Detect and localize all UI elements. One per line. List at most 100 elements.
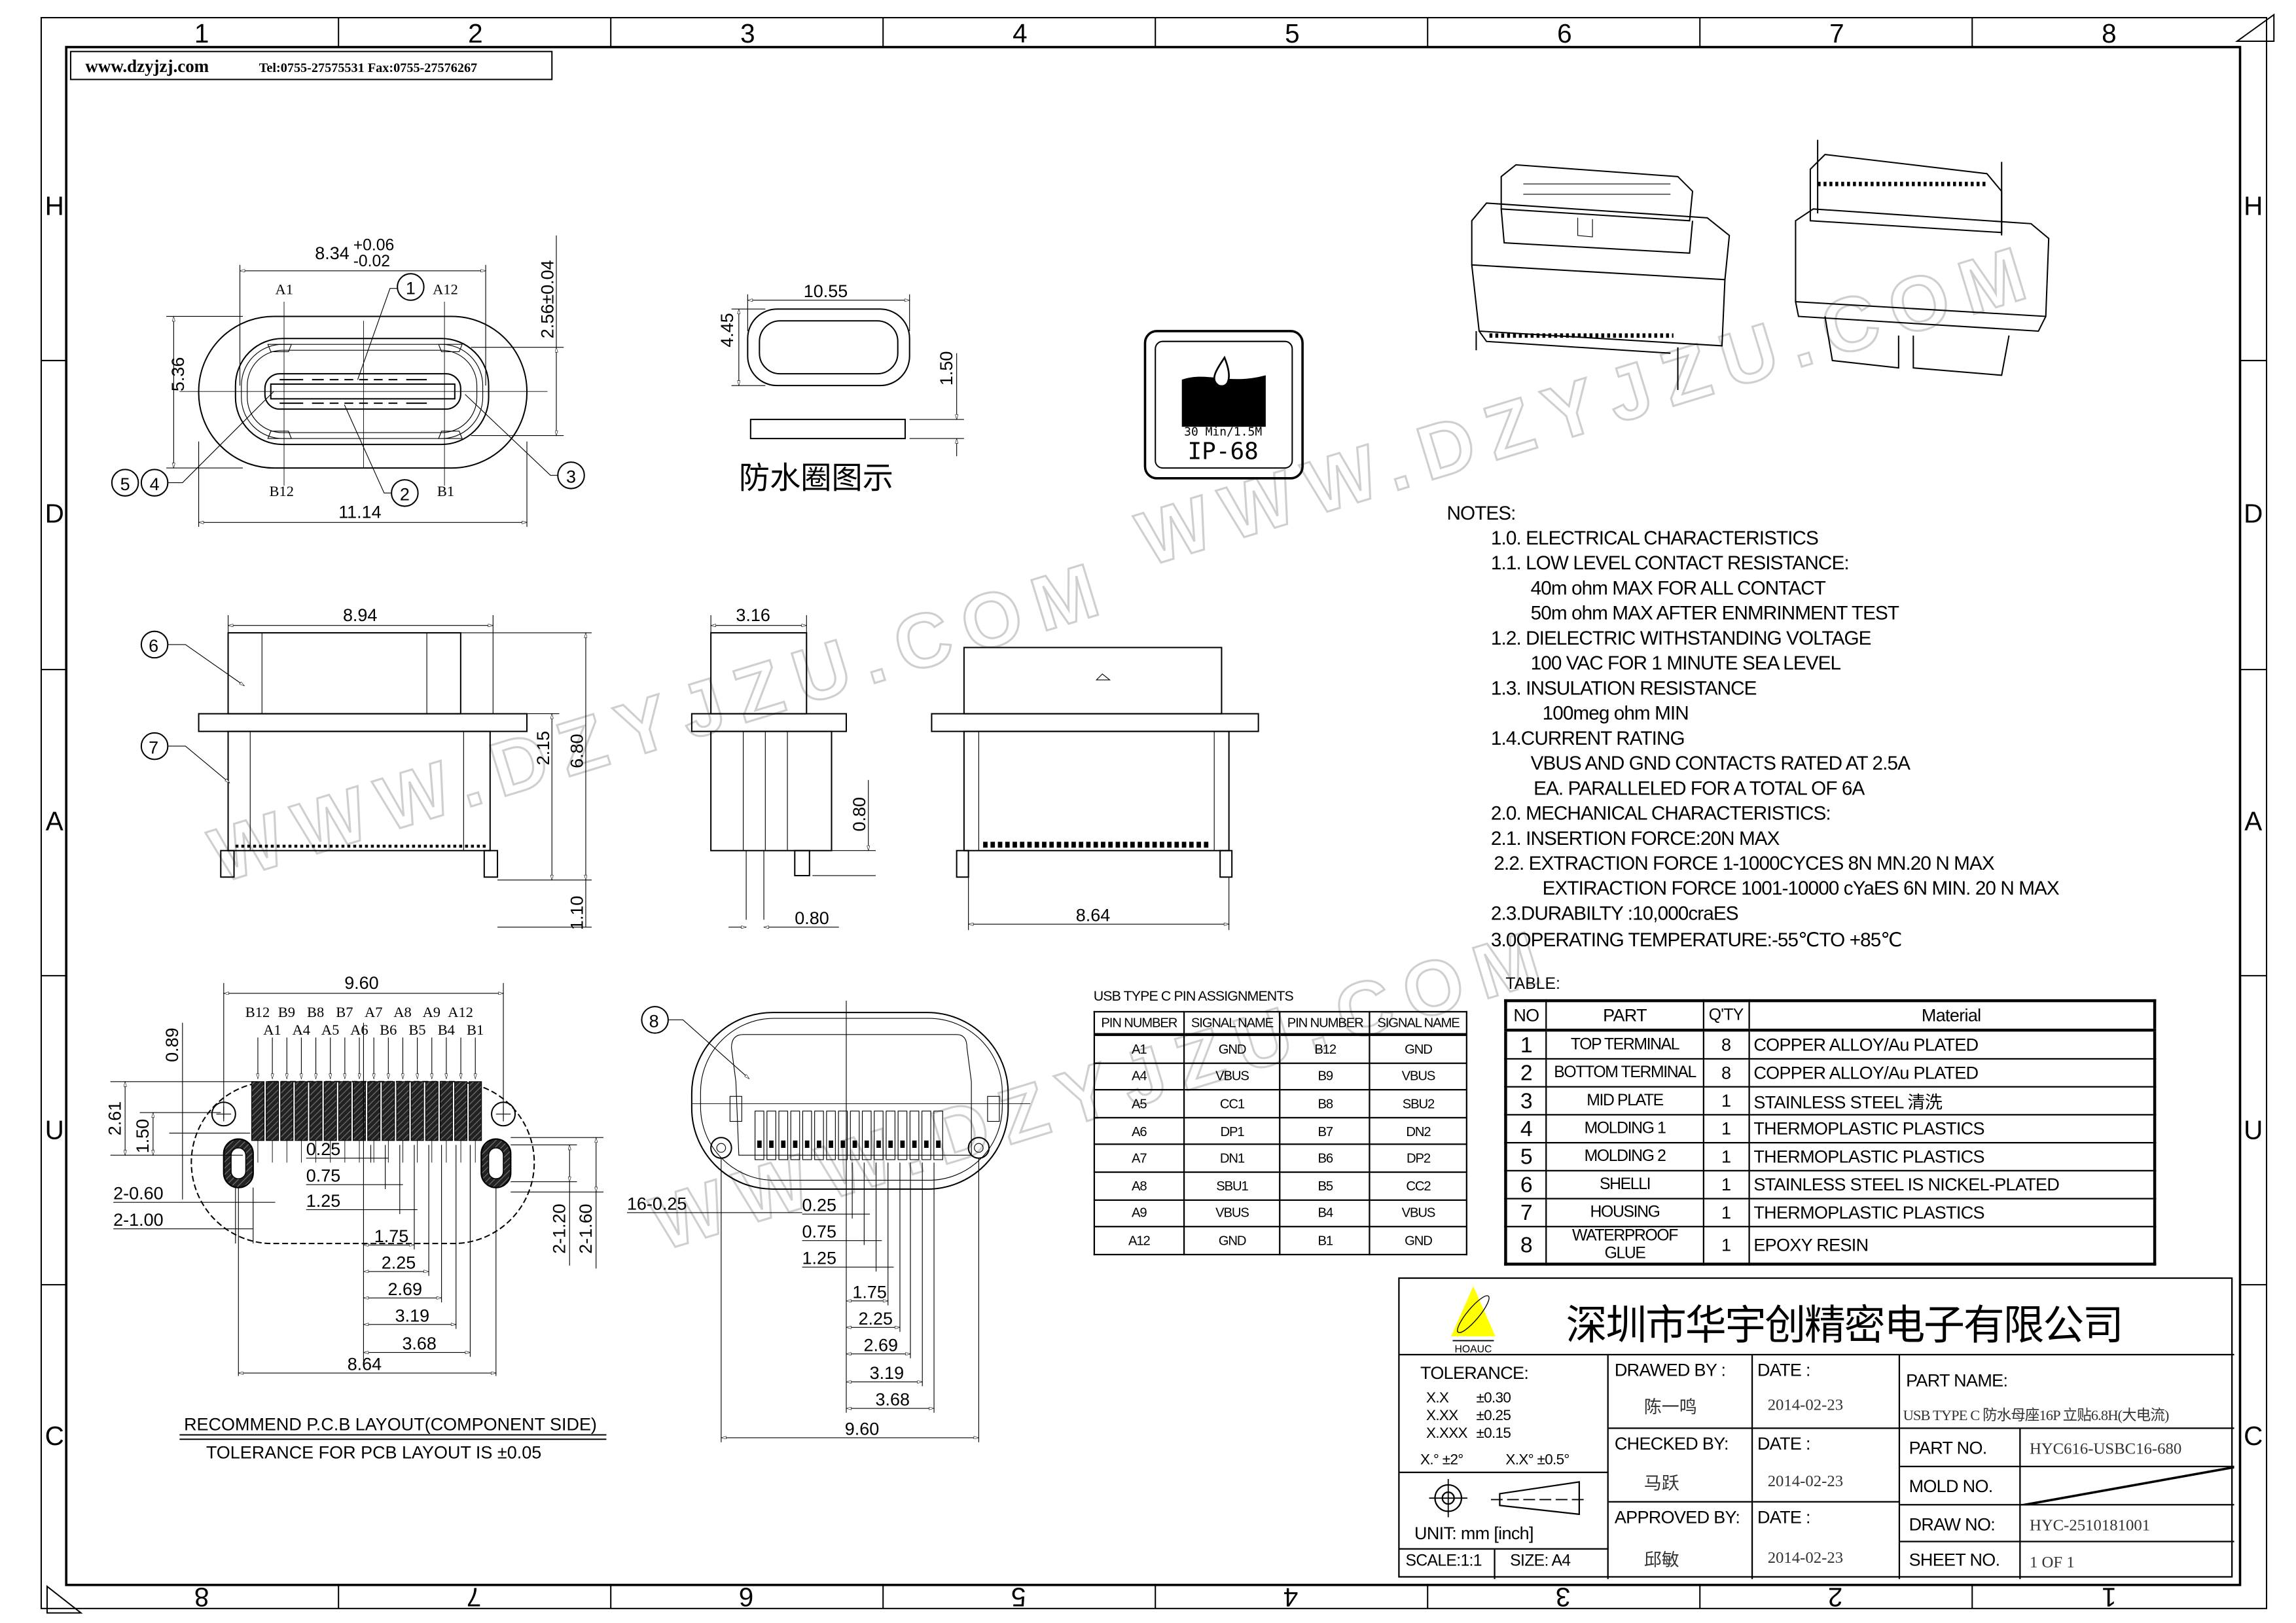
item-number-cell: 5 <box>1505 1141 1547 1171</box>
pin-number-cell: A1 <box>1093 1033 1185 1063</box>
dim-width: 10.55 <box>804 281 848 301</box>
mounting-hole <box>211 1101 236 1127</box>
smd-pad <box>323 1081 337 1141</box>
terminal <box>755 1111 764 1160</box>
sheet-no-label: SHEET NO. <box>1909 1549 2001 1571</box>
terminal <box>909 1111 920 1160</box>
tolerance-format: X.X <box>1426 1391 1449 1407</box>
dim-width: 3.16 <box>736 605 770 625</box>
pin-number-cell: A12 <box>1093 1226 1185 1255</box>
pin-number-cell: A7 <box>1093 1144 1185 1173</box>
zone-label: 7 <box>1829 18 1844 48</box>
note-line: EXTIRACTION FORCE 1001-10000 cYaES 6N MI… <box>1542 877 2060 899</box>
zone-label: A <box>46 806 63 836</box>
column-header: Material <box>1748 999 2156 1032</box>
company-name: 深圳市华宇创精密电子有限公司 <box>1566 1300 2124 1350</box>
note-line: EA. PARALLELED FOR A TOTAL OF 6A <box>1534 777 1865 800</box>
date-value: 2014-02-23 <box>1767 1397 1844 1415</box>
signal-name-cell: CC2 <box>1369 1171 1467 1200</box>
terminal <box>897 1111 908 1160</box>
column-header: SIGNAL NAME <box>1369 1010 1467 1037</box>
terminal-contact <box>804 1140 810 1148</box>
quantity-cell: 1 <box>1702 1086 1749 1116</box>
draw-no-label-cell: DRAW NO: <box>1900 1505 2021 1543</box>
signal-name-cell: VBUS <box>1369 1061 1467 1091</box>
dim-width: 8.94 <box>343 605 378 625</box>
quantity-cell: 8 <box>1702 1029 1749 1060</box>
smd-pad <box>425 1081 439 1141</box>
third-angle-projection-icon <box>1429 1478 1588 1518</box>
front-view: 8.34 +0.06 -0.02 5.36 11.14 2.56±0.04 A1… <box>111 235 585 527</box>
checked-by-value: 马跃 <box>1643 1472 1679 1494</box>
dim-pitch: 0.25 <box>802 1196 836 1215</box>
note-line: 1.0. ELECTRICAL CHARACTERISTICS <box>1490 527 1819 549</box>
pin-label: B5 <box>408 1022 425 1038</box>
zone-label: 4 <box>1283 1582 1299 1612</box>
tolerance-cell: TOLERANCE: X.X ±0.30 X.XX ±0.25 X.XXX ±0… <box>1399 1355 1609 1473</box>
pcb-tolerance: TOLERANCE FOR PCB LAYOUT IS ±0.05 <box>206 1442 541 1462</box>
website-link[interactable]: www.dzyjzj.com <box>85 56 209 76</box>
item-number-cell: 1 <box>1505 1029 1547 1060</box>
isometric-render-front <box>1471 164 1731 390</box>
pin-number-cell: B4 <box>1280 1198 1371 1228</box>
zone-label: 3 <box>1556 1582 1571 1612</box>
zone-label: 1 <box>194 18 209 48</box>
dim-pcb: 2.61 <box>105 1101 124 1136</box>
checked-by-label: CHECKED BY: <box>1614 1433 1729 1454</box>
terminal-contact <box>781 1140 786 1148</box>
smd-pad <box>338 1081 351 1141</box>
terminal <box>838 1111 848 1160</box>
terminal <box>778 1111 789 1160</box>
balloon-1: 1 <box>406 279 416 298</box>
side-view-right: 8.64 <box>931 647 1259 931</box>
zone-label: 5 <box>1011 1582 1026 1612</box>
title-block: HOAUC 深圳市华宇创精密电子有限公司 TOLERANCE: X.X ±0.3… <box>1398 1277 2234 1579</box>
signal-name-cell: DN1 <box>1183 1144 1282 1173</box>
dim-pitch: 1.25 <box>802 1249 836 1268</box>
header-box: www.dzyjzj.com Tel:0755-27575531 Fax:075… <box>69 50 553 80</box>
pin-label: A12 <box>433 281 458 298</box>
pin-label: B4 <box>438 1022 455 1038</box>
balloon-3: 3 <box>566 467 576 487</box>
terminal <box>861 1111 872 1160</box>
approved-by-cell: APPROVED BY: 邱敏 <box>1609 1502 1753 1579</box>
pin-label: B6 <box>380 1022 397 1038</box>
zone-label: 2 <box>468 18 483 48</box>
terminal <box>802 1111 812 1160</box>
note-line: 2.1. INSERTION FORCE:20N MAX <box>1490 827 1780 849</box>
note-line: 1.1. LOW LEVEL CONTACT RESISTANCE: <box>1490 552 1850 574</box>
signal-name-cell: DN2 <box>1369 1116 1467 1146</box>
date-label: DATE : <box>1757 1507 1811 1528</box>
smd-pad <box>295 1081 308 1141</box>
dim-pitch: 1.25 <box>306 1191 341 1211</box>
terminal-contact <box>912 1140 917 1148</box>
dim-tolerance-minus: -0.02 <box>353 253 390 270</box>
mold-no-label-cell: MOLD NO. <box>1900 1467 2021 1506</box>
dim-pcb: 0.89 <box>162 1027 182 1062</box>
material-cell: EPOXY RESIN <box>1748 1226 2156 1265</box>
signal-name-cell: VBUS <box>1183 1061 1282 1091</box>
draw-no-value: HYC-2510181001 <box>2029 1517 2151 1535</box>
smd-pad <box>266 1081 279 1141</box>
dim-pin-width: 0.80 <box>795 908 829 928</box>
pin-label: A12 <box>448 1004 473 1020</box>
part-no-cell: HYC616-USBC16-680 <box>2020 1429 2234 1467</box>
note-line: 2.0. MECHANICAL CHARACTERISTICS: <box>1490 802 1831 825</box>
note-line: 100 VAC FOR 1 MINUTE SEA LEVEL <box>1530 652 1841 674</box>
pin-label: B1 <box>467 1022 484 1038</box>
unit-label: UNIT: mm [inch] <box>1414 1523 1534 1544</box>
item-number-cell: 7 <box>1505 1198 1547 1228</box>
scale-cell: SCALE:1:1 <box>1400 1549 1496 1579</box>
note-line: 50m ohm MAX AFTER ENMRINMENT TEST <box>1530 601 1899 624</box>
dim-pitch: 3.19 <box>870 1363 904 1383</box>
terminal-contact <box>924 1140 929 1148</box>
drawed-by-value: 陈一鸣 <box>1643 1397 1697 1418</box>
material-cell: THERMOPLASTIC PLASTICS <box>1748 1198 2156 1228</box>
